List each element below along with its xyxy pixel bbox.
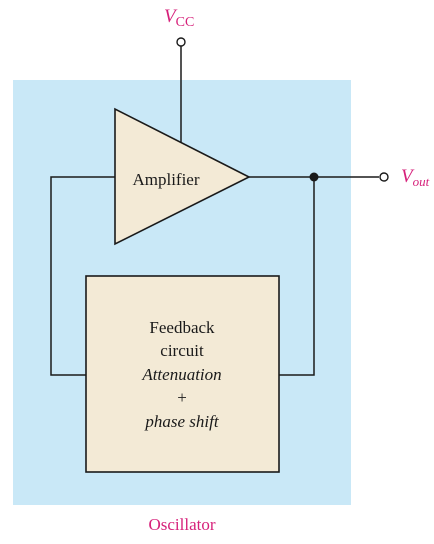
vout-label: Vout xyxy=(401,166,430,189)
amplifier-triangle xyxy=(114,107,251,246)
vcc-terminal xyxy=(176,37,186,47)
feedback-line-4: + xyxy=(177,388,187,407)
feedback-line-3: Attenuation xyxy=(141,365,221,384)
vout-terminal xyxy=(379,172,389,182)
feedback-line-2: circuit xyxy=(160,341,204,360)
vcc-label: VCC xyxy=(164,6,194,30)
feedback-input-wire xyxy=(50,176,115,376)
oscillator-caption: Oscillator xyxy=(148,515,215,534)
feedback-line-5: phase shift xyxy=(144,412,219,431)
feedback-block xyxy=(85,275,280,473)
feedback-return-wire xyxy=(279,177,315,376)
feedback-line-1: Feedback xyxy=(149,318,215,337)
amplifier-label: Amplifier xyxy=(132,170,199,189)
